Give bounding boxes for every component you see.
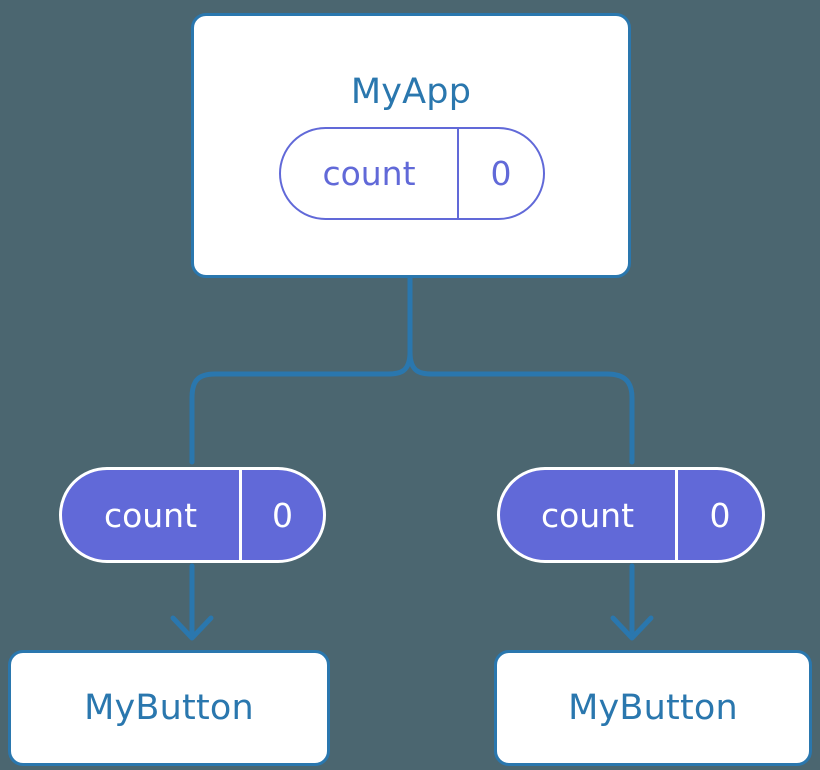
- arrowhead-left: [170, 615, 214, 641]
- component-title-myapp: MyApp: [350, 72, 472, 112]
- state-pill-key: count: [322, 154, 416, 193]
- prop-pill-value: 0: [675, 470, 762, 560]
- branch-right: [407, 349, 635, 465]
- component-title-mybutton: MyButton: [84, 688, 254, 728]
- prop-pill-right[interactable]: count 0: [497, 467, 765, 563]
- state-pill-myapp[interactable]: count 0: [279, 127, 545, 220]
- component-box-mybutton-right[interactable]: MyButton: [494, 650, 812, 766]
- prop-pill-left[interactable]: count 0: [59, 467, 326, 563]
- branch-left: [189, 349, 413, 465]
- prop-pill-key: count: [540, 495, 635, 535]
- prop-pill-key: count: [103, 495, 198, 535]
- component-box-mybutton-left[interactable]: MyButton: [8, 650, 330, 766]
- arrowhead-right: [610, 615, 654, 641]
- state-pill-value: 0: [457, 129, 543, 218]
- component-title-mybutton: MyButton: [568, 688, 738, 728]
- prop-pill-value: 0: [239, 470, 323, 560]
